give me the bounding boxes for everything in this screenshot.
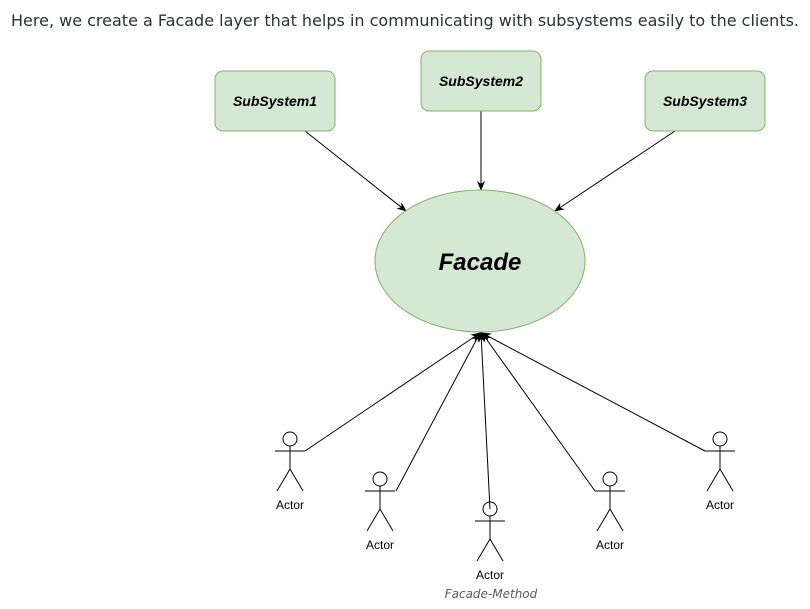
actor-figure-3 — [475, 501, 505, 562]
subsystem2-label: SubSystem2 — [439, 73, 523, 89]
subsystem2-node: SubSystem2 — [420, 50, 542, 112]
actor2-connector — [395, 332, 481, 492]
actor-label-1: Actor — [276, 498, 304, 512]
actor4-connector — [481, 332, 596, 492]
facade-node: Facade — [374, 189, 586, 333]
facade-label: Facade — [439, 249, 522, 276]
figure-caption: Facade-Method — [444, 587, 538, 601]
actor3-connector — [477, 332, 491, 510]
arrow-subsystem1-to-facade — [304, 130, 407, 212]
subsystem1-label: SubSystem1 — [233, 93, 317, 109]
arrow-subsystem3-to-facade — [554, 130, 676, 212]
actor-figure-5 — [705, 431, 735, 492]
actor1-connector — [304, 332, 481, 452]
actor-figure-2 — [365, 471, 395, 532]
actor-label-2: Actor — [366, 538, 394, 552]
subsystem3-node: SubSystem3 — [644, 70, 766, 132]
subsystem1-node: SubSystem1 — [214, 70, 336, 132]
subsystem3-label: SubSystem3 — [663, 93, 747, 109]
actor-label-3: Actor — [476, 568, 504, 582]
actor-label-4: Actor — [596, 538, 624, 552]
intro-text: Here, we create a Facade layer that help… — [11, 11, 800, 30]
actor-figure-4 — [595, 471, 625, 532]
actor-label-5: Actor — [706, 498, 734, 512]
actor-figure-1 — [275, 431, 305, 492]
actor5-connector — [481, 332, 706, 452]
